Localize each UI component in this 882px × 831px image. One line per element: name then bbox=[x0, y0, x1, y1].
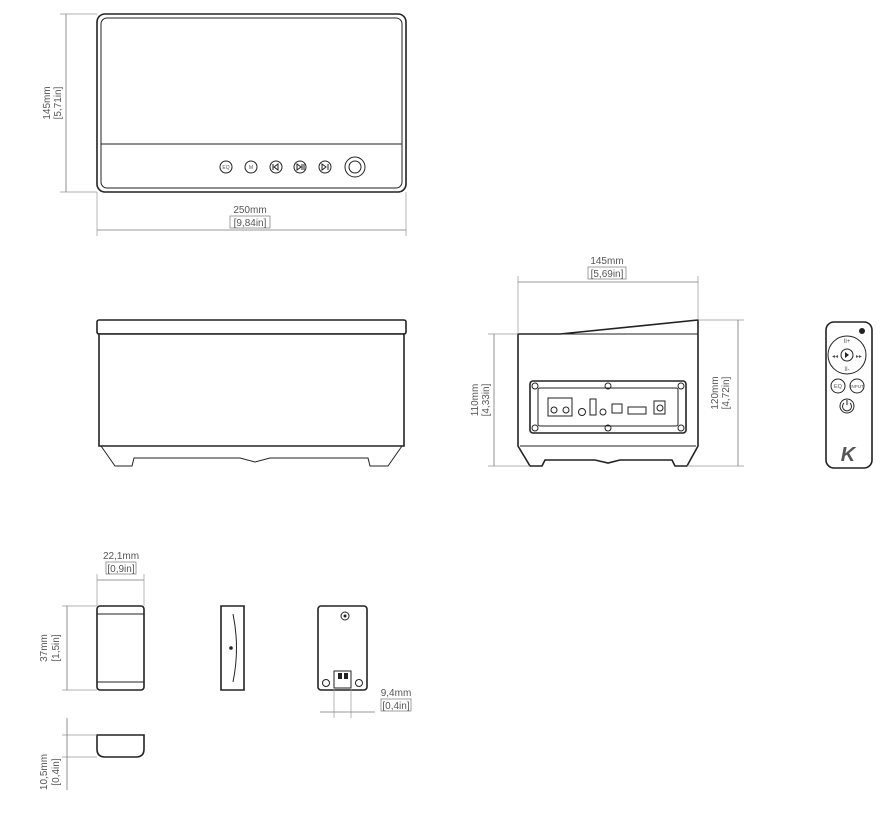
eq-icon: EQ bbox=[219, 160, 233, 174]
side-depth-mm: 145mm bbox=[590, 256, 623, 267]
svg-text:EQ: EQ bbox=[222, 165, 229, 171]
side-depth-in: [5,69in] bbox=[591, 269, 624, 280]
remote-side-detail bbox=[220, 605, 245, 691]
front-height-mm: 145mm bbox=[42, 86, 53, 119]
remote-bottom-detail: 10,5mm [0,4in] bbox=[39, 718, 145, 790]
svg-text:II-: II- bbox=[844, 367, 849, 373]
power-icon bbox=[344, 156, 366, 178]
brand-logo-icon: K bbox=[841, 444, 857, 466]
svg-text:▸▸: ▸▸ bbox=[856, 354, 862, 360]
svg-text:II+: II+ bbox=[844, 339, 851, 345]
remote-input-button: INPUT bbox=[849, 378, 865, 394]
remote-eq-label: EQ bbox=[834, 384, 843, 390]
remote-control: II+ II- ◂◂ ▸▸ EQ INPUT K bbox=[825, 321, 873, 469]
front-width-mm: 250mm bbox=[233, 205, 266, 216]
remote-thickness-in: [0,4in] bbox=[51, 758, 62, 785]
side-height-front-in: [4,33in] bbox=[481, 383, 492, 416]
remote-navigation-pad: II+ II- ◂◂ ▸▸ bbox=[827, 335, 867, 375]
mode-icon: M bbox=[244, 160, 258, 174]
remote-eq-button: EQ bbox=[830, 378, 846, 394]
clip-width-in: [0,4in] bbox=[382, 701, 409, 712]
remote-front-detail: 22,1mm [0,9in] 37mm [1,5in] bbox=[39, 551, 145, 691]
top-view: EQ M 145mm [5,71in] 250mm [9,84in] bbox=[42, 13, 407, 236]
prev-icon bbox=[269, 160, 283, 174]
front-elevation bbox=[96, 319, 407, 467]
remote-height-in: [1,5in] bbox=[51, 634, 62, 661]
next-icon bbox=[318, 160, 332, 174]
remote-input-label: INPUT bbox=[850, 384, 864, 389]
remote-width-in: [0,9in] bbox=[107, 564, 134, 575]
rear-view: 145mm [5,69in] 110mm [4,33in] 120mm [4,7… bbox=[470, 256, 744, 467]
remote-thickness-mm: 10,5mm bbox=[39, 754, 50, 790]
remote-width-mm: 22,1mm bbox=[103, 551, 139, 562]
front-width-in: [9,84in] bbox=[234, 218, 267, 229]
side-height-front-mm: 110mm bbox=[470, 384, 481, 417]
svg-text:M: M bbox=[249, 165, 253, 171]
remote-logo: K bbox=[841, 444, 857, 466]
remote-power-button bbox=[839, 398, 855, 414]
remote-back-detail: 9,4mm [0,4in] bbox=[317, 605, 412, 718]
svg-text:◂◂: ◂◂ bbox=[832, 354, 838, 360]
remote-height-mm: 37mm bbox=[39, 634, 50, 662]
front-height-in: [5,71in] bbox=[53, 86, 64, 119]
play-pause-icon bbox=[293, 160, 307, 174]
side-height-back-mm: 120mm bbox=[710, 376, 721, 409]
control-buttons: EQ M bbox=[219, 156, 366, 178]
side-height-back-in: [4,72in] bbox=[721, 376, 732, 409]
clip-width-mm: 9,4mm bbox=[381, 688, 412, 699]
